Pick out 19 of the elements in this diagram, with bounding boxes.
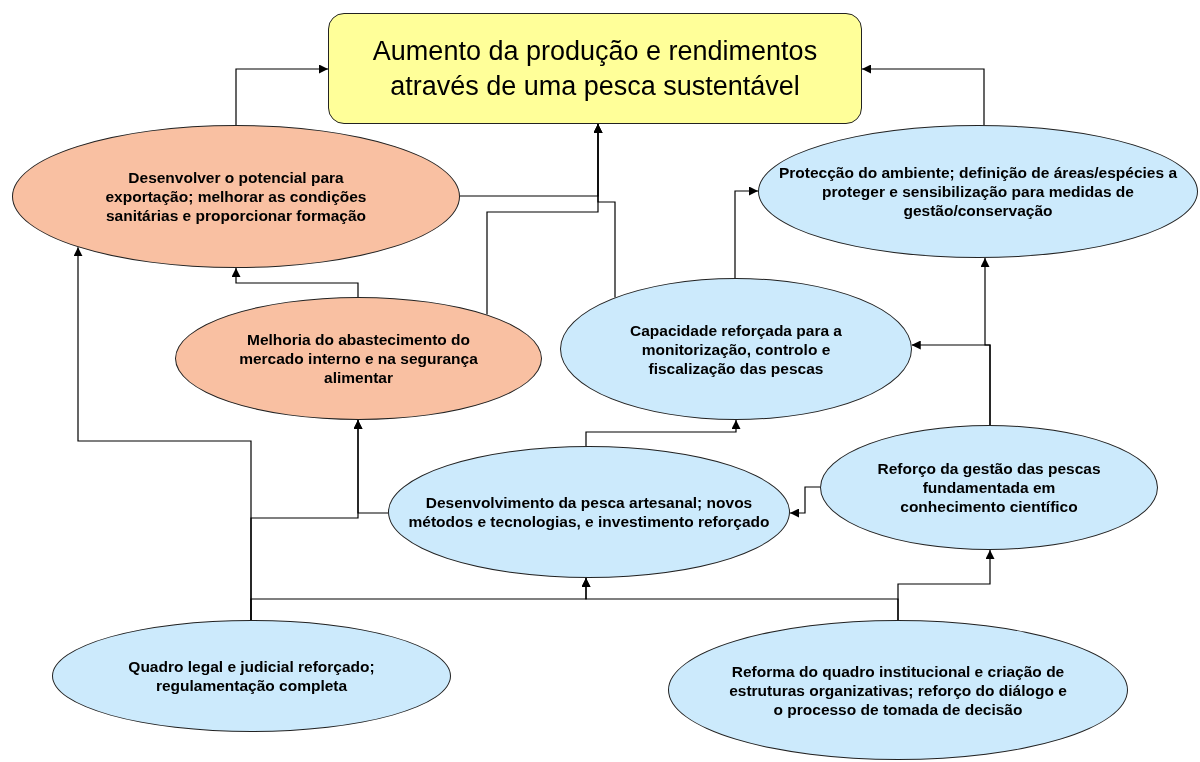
arrow [231,267,359,298]
node-label: Desenvolver o potencial para exportação; melhorar as condições sanitárias e proporcionar formação [104,168,368,225]
arrow [585,419,741,447]
node-label: Capacidade reforçada para a monitorização, controlo e fiscalização das pescas [629,320,843,378]
node-label: Protecção do ambiente; definição de áreas/espécies a proteger e sensibilização para medidas de gestão/conservação [778,163,1179,220]
arrow [861,64,985,126]
arrow [593,123,616,299]
node-label: Desenvolvimento da pesca artesanal; novos métodos e tecnologias, e investimento reforçado [407,493,771,531]
arrow [897,549,995,621]
arrow [235,64,329,126]
arrow [980,257,991,426]
node-label: Reforço da gestão das pescas fundamentada em conhecimento científico [876,459,1102,516]
arrow [789,486,821,518]
goal-box [328,13,862,124]
node-label: Quadro legal e judicial reforçado; regulamentação completa [127,657,376,695]
node-label: Aumento da produção e rendimentos através de uma pesca sustentável [371,34,819,103]
arrow [734,186,759,279]
node-label: Melhoria do abastecimento do mercado interno e na segurança alimentar [238,330,479,387]
node-label: Reforma do quadro institucional e criação de estruturas organizativas; reforço do diálogo e o processo de tomada de decisão [729,661,1067,719]
